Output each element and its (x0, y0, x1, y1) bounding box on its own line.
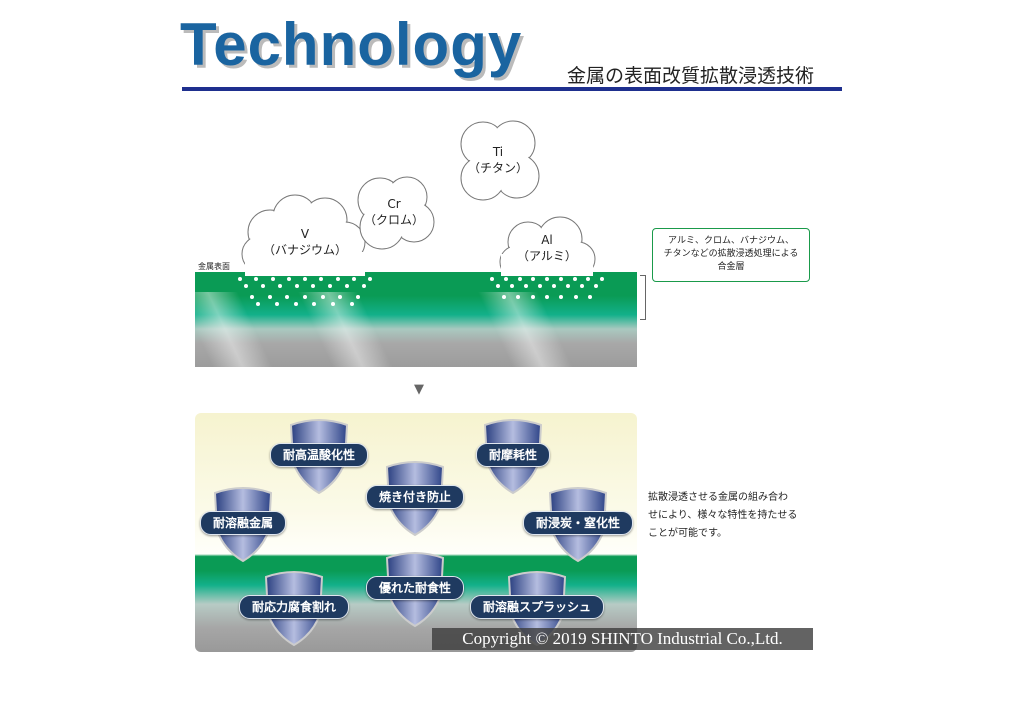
atom-dot (552, 284, 556, 288)
atom-dot (345, 284, 350, 288)
atom-dot (238, 277, 242, 281)
description-line: せにより、様々な特性を持たせる (648, 510, 798, 521)
atom-dot (600, 277, 604, 281)
property-label: 耐溶融金属 (199, 511, 287, 535)
atom-dot (260, 284, 265, 288)
atom-dot (250, 295, 254, 299)
atom-dot (277, 284, 282, 288)
cloud-chromium: Cr （クロム） (352, 172, 436, 252)
cloud-icon (357, 176, 435, 250)
metal-block (195, 272, 637, 367)
atom-dot (312, 302, 317, 306)
atom-dot (274, 302, 279, 306)
atom-dot (267, 295, 272, 299)
cloud-titanium: Ti （チタン） (455, 118, 541, 206)
metal-sheen (477, 292, 613, 367)
cloud-icon (499, 216, 596, 279)
atom-dot (530, 295, 535, 299)
copyright: Copyright © 2019 SHINTO Industrial Co.,L… (432, 628, 813, 650)
atom-dot (573, 295, 578, 299)
atom-dot (516, 295, 521, 299)
atom-dot (545, 295, 549, 299)
description-line: ことが可能です。 (648, 528, 727, 539)
atom-dot (510, 284, 514, 288)
atom-dot (256, 302, 260, 306)
page-title: Technology (180, 11, 523, 78)
property-label: 焼き付き防止 (365, 485, 465, 509)
atom-dot (254, 277, 259, 281)
atom-dot (524, 284, 528, 288)
callout-line: 合金層 (717, 262, 745, 272)
atom-dot (303, 295, 307, 299)
callout-line: チタンなどの拡散浸透処理による (663, 249, 799, 259)
cloud-vanadium: V （バナジウム） (240, 192, 370, 278)
property-label: 耐溶融スプラッシュ (469, 595, 605, 619)
atom-dot (545, 277, 549, 281)
atom-dot (335, 277, 340, 281)
atom-dot (303, 277, 307, 281)
property-label: 優れた耐食性 (365, 576, 465, 600)
property-label: 耐摩耗性 (475, 443, 551, 467)
atom-dot (244, 284, 248, 288)
property-label: 耐浸炭・窒化性 (522, 511, 634, 535)
atom-dot (538, 284, 542, 288)
atom-dot (496, 284, 500, 288)
description-line: 拡散浸透させる金属の組み合わ (648, 492, 788, 503)
atom-dot (572, 277, 577, 281)
atom-dot (294, 284, 299, 288)
atom-dot (311, 284, 316, 288)
cloud-aluminium: Al （アルミ） (498, 214, 596, 279)
cloud-symbol: Al (541, 233, 553, 247)
alloy-layer-bracket (640, 275, 646, 320)
atom-dot (319, 277, 324, 281)
atom-dot (286, 277, 291, 281)
alloy-layer-callout: アルミ、クロム、バナジウム、 チタンなどの拡散浸透処理による 合金層 (652, 228, 810, 282)
atom-dot (586, 277, 591, 281)
callout-line: アルミ、クロム、バナジウム、 (668, 236, 794, 246)
property-label: 耐応力腐食割れ (238, 595, 350, 619)
atom-dot (502, 295, 506, 299)
cloud-name: （バナジウム） (262, 243, 347, 257)
properties-description: 拡散浸透させる金属の組み合わ せにより、様々な特性を持たせる ことが可能です。 (648, 489, 818, 543)
atom-dot (580, 284, 584, 288)
atom-dot (588, 295, 592, 299)
cloud-name: （チタン） (467, 161, 528, 175)
atom-dot (531, 277, 536, 281)
atom-dot (338, 295, 343, 299)
atom-dot (594, 284, 598, 288)
metal-sheen (297, 292, 433, 367)
atom-dot (559, 295, 564, 299)
title-underline (182, 87, 842, 91)
atom-dot (368, 277, 372, 281)
metal-surface-label: 金属表面 (198, 262, 230, 271)
page-subtitle: 金属の表面改質拡散浸透技術 (567, 65, 815, 87)
cloud-name: （クロム） (363, 213, 424, 227)
down-arrow-icon: ▼ (414, 382, 424, 397)
atom-dot (331, 302, 336, 306)
cloud-icon (241, 194, 366, 278)
atom-dot (350, 302, 354, 306)
atom-dot (293, 302, 298, 306)
atom-dot (285, 295, 290, 299)
cloud-name: （アルミ） (517, 249, 577, 263)
cloud-symbol: V (300, 227, 310, 241)
atom-dot (503, 277, 508, 281)
atom-dot (517, 277, 522, 281)
atom-dot (351, 277, 356, 281)
atom-dot (320, 295, 325, 299)
cloud-symbol: Cr (387, 197, 401, 211)
atom-dot (566, 284, 570, 288)
atom-dot (328, 284, 333, 288)
property-label: 耐高温酸化性 (269, 443, 369, 467)
cloud-icon (460, 120, 540, 201)
atom-dot (490, 277, 494, 281)
cloud-symbol: Ti (492, 145, 504, 159)
atom-dot (270, 277, 275, 281)
atom-dot (362, 284, 366, 288)
atom-dot (558, 277, 563, 281)
atom-dot (356, 295, 360, 299)
